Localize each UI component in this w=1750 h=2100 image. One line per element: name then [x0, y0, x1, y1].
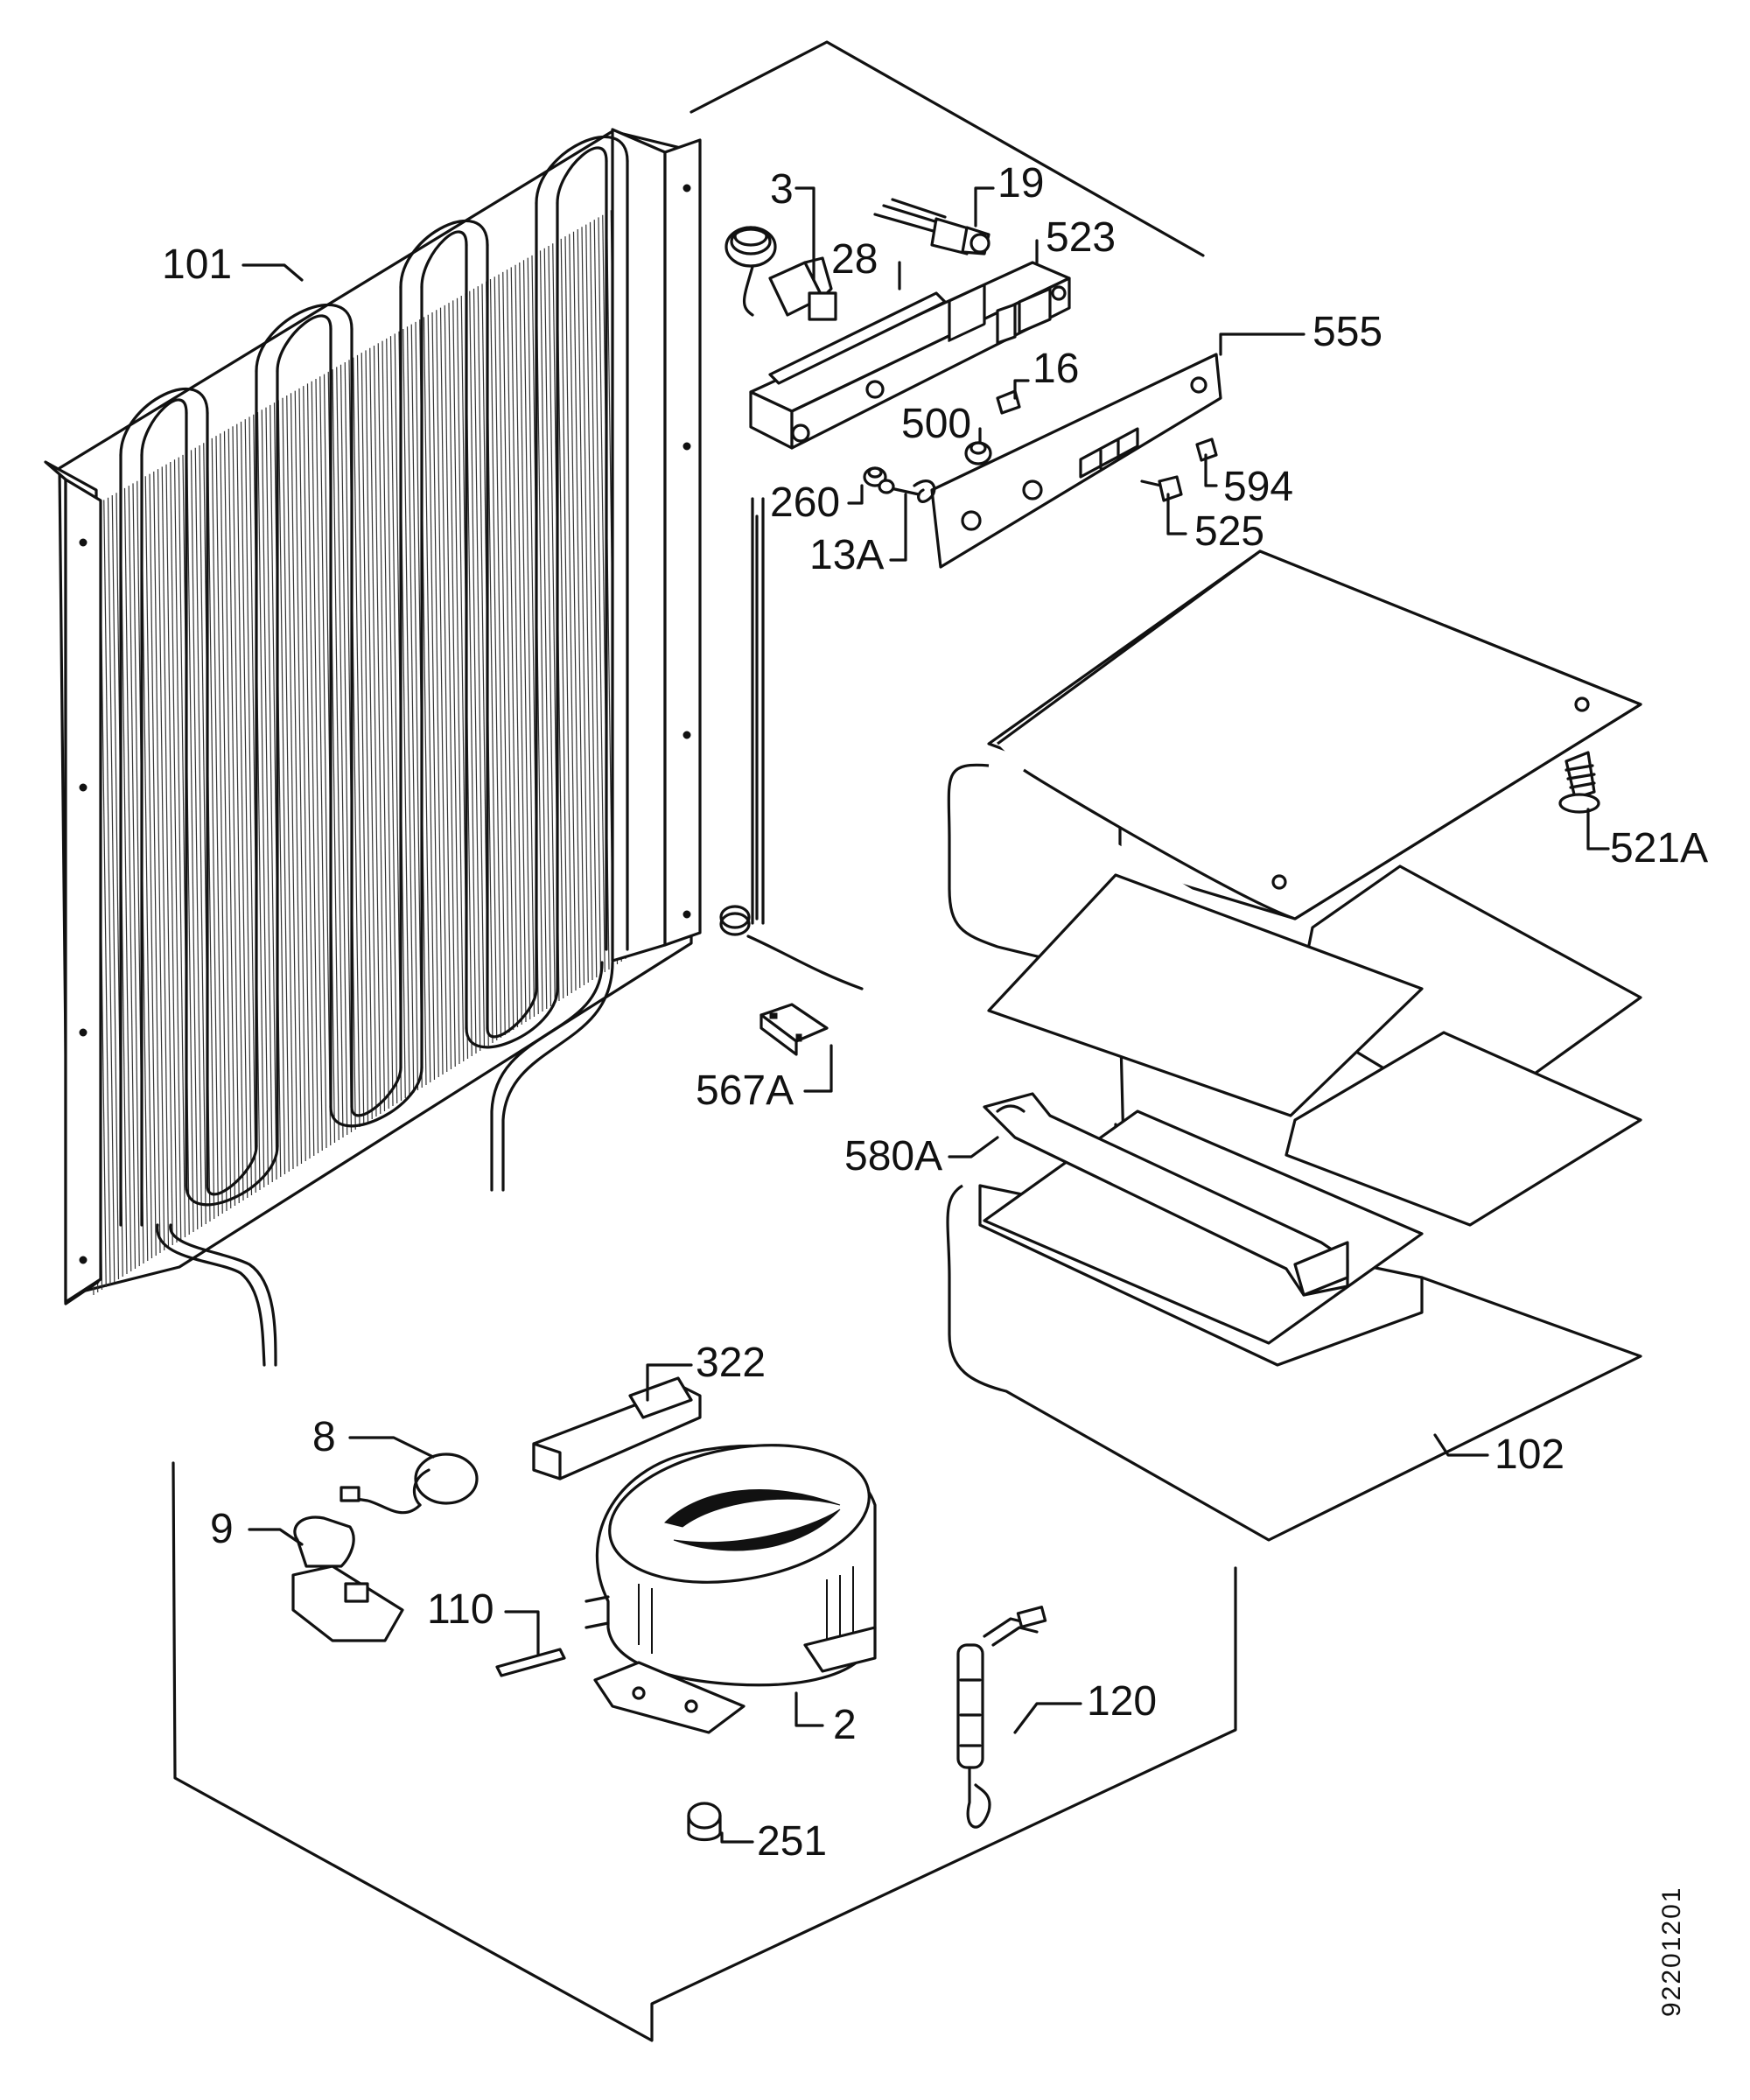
part-labels: 101 3 19 28 523 555 16 500 260 594 13A 5…	[162, 160, 1708, 2017]
label-322: 322	[696, 1340, 766, 1386]
part-594	[1195, 438, 1218, 462]
sensor-capillary	[719, 497, 864, 990]
label-521A: 521A	[1610, 825, 1708, 872]
label-3: 3	[770, 166, 794, 213]
relay-8	[340, 1452, 479, 1515]
label-13A: 13A	[809, 532, 884, 578]
drawing-code: 92201201	[1657, 1886, 1686, 2017]
clip-567A	[760, 1003, 829, 1056]
holder-9	[291, 1516, 404, 1642]
label-580A: 580A	[844, 1133, 942, 1180]
drip-tray-580A	[983, 1092, 1349, 1297]
label-251: 251	[757, 1818, 827, 1865]
label-500: 500	[901, 401, 971, 447]
label-2: 2	[833, 1702, 857, 1748]
label-8: 8	[312, 1414, 336, 1460]
part-13A	[878, 479, 936, 503]
screw-521A	[1558, 751, 1600, 814]
label-120: 120	[1087, 1678, 1157, 1725]
label-16: 16	[1032, 346, 1079, 392]
label-19: 19	[998, 160, 1044, 206]
leader-lines	[242, 186, 1610, 1844]
condenser-101	[44, 128, 702, 1367]
thermostat-3	[724, 226, 837, 321]
bracket-322	[532, 1376, 702, 1480]
nut-251	[687, 1802, 722, 1842]
cabinet-outline	[172, 40, 1237, 2042]
label-28: 28	[831, 236, 878, 283]
label-101: 101	[162, 242, 232, 288]
evaporator-102	[946, 550, 1642, 1542]
label-523: 523	[1046, 214, 1116, 261]
label-555: 555	[1312, 309, 1382, 355]
label-525: 525	[1194, 508, 1264, 555]
pin-110	[495, 1648, 566, 1677]
part-525	[1140, 475, 1183, 502]
label-9: 9	[210, 1506, 234, 1552]
label-594: 594	[1223, 464, 1293, 510]
control-panel-555	[930, 353, 1222, 569]
label-110: 110	[427, 1586, 494, 1633]
label-567A: 567A	[696, 1068, 794, 1114]
label-102: 102	[1494, 1432, 1564, 1478]
lamp-holder-19	[873, 198, 990, 256]
heater-120	[956, 1606, 1047, 1829]
control-bracket-523	[749, 261, 1071, 450]
small-parts	[863, 389, 1218, 503]
label-260: 260	[770, 480, 840, 526]
compressor-2	[584, 1444, 877, 1734]
